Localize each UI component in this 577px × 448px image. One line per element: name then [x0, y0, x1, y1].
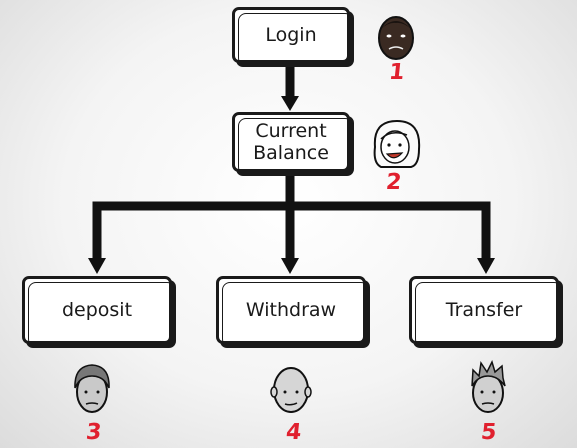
deposit-box: deposit [22, 276, 175, 347]
spiky-hair-man-avatar [471, 360, 506, 413]
dark-skinned-man-avatar [378, 16, 414, 60]
user-number-3: 3 [84, 420, 103, 445]
arrowhead-deposit [88, 258, 106, 274]
arrowhead-balance [281, 96, 299, 111]
arrowhead-withdraw [281, 258, 299, 274]
user-number-2: 2 [384, 170, 403, 195]
login-box: Login [232, 7, 353, 66]
transfer-box: Transfer [409, 276, 562, 347]
withdraw-box: Withdraw [216, 276, 369, 347]
balance-label-line1: Current [255, 120, 327, 142]
bald-man-avatar [270, 367, 312, 413]
smiling-woman-avatar [373, 119, 421, 168]
balance-label-line2: Balance [253, 142, 329, 164]
deposit-label: deposit [61, 299, 133, 321]
user-number-1: 1 [387, 60, 406, 85]
shaggy-hair-man-avatar [74, 364, 110, 413]
current-balance-box: Current Balance [232, 112, 353, 175]
transfer-label: Transfer [445, 299, 523, 321]
arrowhead-transfer [477, 258, 495, 274]
login-label: Login [265, 24, 317, 46]
user-number-4: 4 [284, 420, 303, 445]
withdraw-label: Withdraw [245, 299, 337, 321]
user-number-5: 5 [479, 420, 498, 445]
